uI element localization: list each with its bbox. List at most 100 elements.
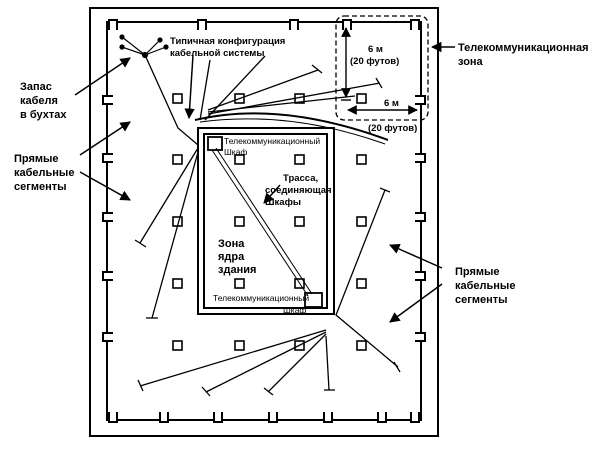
cable-segments-left bbox=[134, 54, 199, 319]
closet-top bbox=[207, 136, 223, 151]
column-top-4 bbox=[342, 19, 352, 30]
cable-segment bbox=[335, 189, 399, 368]
label-straight-left-1: Прямые bbox=[14, 153, 59, 165]
column-top-3 bbox=[289, 19, 299, 30]
label-straight-right-3: сегменты bbox=[455, 294, 508, 306]
closet-route-line-2 bbox=[215, 147, 313, 295]
arrow-reserve bbox=[74, 57, 131, 96]
annotation-arrows bbox=[74, 41, 455, 323]
label-core-1: Зона bbox=[218, 238, 245, 250]
column-right-4 bbox=[415, 271, 426, 281]
cable-bundle-curve-2 bbox=[199, 118, 386, 145]
arrow-straight-left-2 bbox=[79, 171, 131, 201]
column-bottom-5 bbox=[323, 412, 333, 423]
interior-column bbox=[294, 216, 305, 227]
column-right-5 bbox=[415, 332, 426, 342]
coil-dot bbox=[157, 37, 163, 43]
arrow-straight-right-2 bbox=[389, 283, 443, 323]
interior-column bbox=[172, 340, 183, 351]
column-right-1 bbox=[415, 95, 426, 105]
column-left-1 bbox=[102, 95, 113, 105]
label-typical-config-1: Типичная конфигурация bbox=[170, 36, 285, 47]
label-reserve-1: Запас bbox=[20, 81, 52, 93]
cable-segment bbox=[205, 331, 327, 393]
cable-segments-right bbox=[335, 187, 401, 373]
column-left-3 bbox=[102, 212, 113, 222]
cable-segment bbox=[325, 335, 330, 391]
interior-column bbox=[356, 340, 367, 351]
cable-segment bbox=[144, 54, 199, 146]
column-bottom-4 bbox=[268, 412, 278, 423]
cable-segment bbox=[375, 77, 383, 89]
wall-columns bbox=[102, 19, 426, 423]
label-closet-bottom-1: Телекоммуникационный bbox=[213, 293, 309, 303]
label-dim-vertical-2: (20 футов) bbox=[350, 56, 399, 67]
column-bottom-2 bbox=[159, 412, 169, 423]
column-bottom-3 bbox=[213, 412, 223, 423]
label-route-1: Трасса, bbox=[283, 173, 318, 184]
cable-segment bbox=[379, 187, 391, 193]
cable-bundle-curve bbox=[194, 112, 389, 141]
coil-dot bbox=[119, 44, 125, 50]
column-bottom-1 bbox=[108, 412, 118, 423]
column-bottom-6 bbox=[377, 412, 387, 423]
label-core-2: ядра bbox=[218, 251, 245, 263]
cable-segment bbox=[134, 239, 147, 248]
interior-column bbox=[356, 278, 367, 289]
column-top-5 bbox=[410, 19, 420, 30]
cable-reserve-coils bbox=[119, 34, 169, 59]
label-straight-left-3: сегменты bbox=[14, 181, 67, 193]
telecom-zone-box bbox=[335, 15, 429, 121]
cable-segment bbox=[207, 69, 319, 111]
cable-segment bbox=[201, 386, 211, 397]
label-reserve-3: в бухтах bbox=[20, 109, 67, 121]
coil-line bbox=[121, 36, 146, 56]
label-closet-top-2: Шкаф bbox=[224, 147, 247, 157]
cable-segment bbox=[151, 151, 199, 319]
building-outer-wall bbox=[89, 7, 439, 437]
closet-bottom bbox=[304, 292, 323, 308]
cable-segment bbox=[139, 147, 199, 244]
interior-column bbox=[356, 154, 367, 165]
cable-segments-bottom bbox=[137, 329, 335, 397]
interior-column bbox=[234, 216, 245, 227]
label-core-3: здания bbox=[218, 264, 256, 276]
core-outer bbox=[197, 127, 335, 315]
label-straight-right-2: кабельные bbox=[455, 280, 515, 292]
label-typical-config-2: кабельной системы bbox=[170, 48, 264, 59]
coil-hub bbox=[141, 51, 149, 59]
column-left-5 bbox=[102, 332, 113, 342]
label-straight-left-2: кабельные bbox=[14, 167, 74, 179]
interior-column bbox=[234, 154, 245, 165]
interior-column bbox=[234, 340, 245, 351]
cable-segment bbox=[311, 64, 323, 74]
coil-line bbox=[121, 46, 146, 56]
cable-segment bbox=[263, 387, 274, 396]
label-straight-right-1: Прямые bbox=[455, 266, 500, 278]
label-dim-vertical-1: 6 м bbox=[368, 44, 383, 55]
column-bottom-7 bbox=[410, 412, 420, 423]
column-left-2 bbox=[102, 153, 113, 163]
cable-segment bbox=[267, 333, 327, 393]
interior-column bbox=[234, 278, 245, 289]
label-route-3: Шкафы bbox=[265, 197, 301, 208]
cable-segment bbox=[207, 82, 381, 115]
cable-segment bbox=[139, 329, 327, 387]
column-left-4 bbox=[102, 271, 113, 281]
coil-dot bbox=[163, 44, 169, 50]
arrow-straight-right-1 bbox=[389, 244, 443, 269]
coil-dot bbox=[119, 34, 125, 40]
interior-column bbox=[356, 93, 367, 104]
label-route-2: соединяющая bbox=[265, 185, 332, 196]
arrow-typical-config bbox=[184, 54, 195, 120]
interior-column bbox=[172, 93, 183, 104]
column-top-1 bbox=[108, 19, 118, 30]
interior-column bbox=[172, 278, 183, 289]
cable-segment bbox=[137, 379, 144, 392]
label-dim-horizontal-1: 6 м bbox=[384, 98, 399, 109]
label-closet-top-1: Телекоммуникационный bbox=[224, 136, 320, 146]
coil-line bbox=[144, 39, 161, 56]
interior-column bbox=[172, 154, 183, 165]
